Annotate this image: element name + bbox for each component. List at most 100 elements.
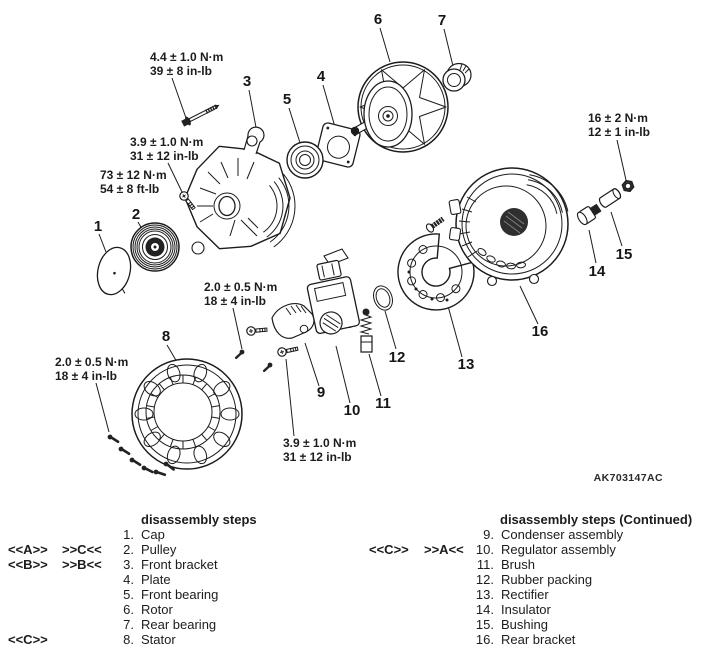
through-bolt (181, 101, 220, 127)
item-name: Rectifier (501, 587, 549, 602)
torque-condenser-screw-line2: 18 ± 4 in-lb (204, 294, 266, 308)
callout-8: 8 (162, 328, 170, 345)
callout-5: 5 (283, 91, 291, 108)
part-insulator (576, 203, 602, 227)
step-marker (62, 527, 108, 542)
step-marker (424, 572, 469, 587)
step-marker (424, 587, 469, 602)
part-cap (93, 244, 136, 298)
step-marker (424, 617, 469, 632)
torque-pulley-nut-line1: 73 ± 12 N·m (100, 168, 167, 182)
list-item: 13.Rectifier (369, 587, 699, 602)
callout-14: 14 (589, 263, 606, 280)
part-rubber-packing (370, 283, 395, 313)
part-brush (361, 308, 372, 353)
part-condenser-assembly (272, 304, 314, 339)
disassembly-steps-list-continued: disassembly steps (Continued) 9. Condense… (369, 512, 699, 647)
rear-bracket-fins (527, 175, 568, 214)
step-marker (369, 617, 424, 632)
figure-code: AK703147AC (594, 472, 663, 484)
exploded-view-diagram: 4.4 ± 1.0 N·m 39 ± 8 in-lb 3.9 ± 1.0 N·m… (55, 11, 663, 484)
item-number: 15. (475, 617, 494, 632)
list-item: <<A>>>>C<<2.Pulley (8, 542, 353, 557)
item-number: 12. (475, 572, 494, 587)
torque-regulator-screw-line2: 31 ± 12 in-lb (283, 450, 352, 464)
item-name: Rear bracket (501, 632, 576, 647)
item-number: 9. (483, 527, 494, 542)
list-item: 1.Cap (8, 527, 353, 542)
item-name: Insulator (501, 602, 551, 617)
torque-through-bolt-line1: 4.4 ± 1.0 N·m (150, 50, 223, 64)
list-item: <<C>> 8. Stator (8, 632, 353, 647)
list-title: disassembly steps (Continued) (500, 512, 693, 527)
list-item: 4. Plate (8, 572, 353, 587)
torque-regulator-screw-line1: 3.9 ± 1.0 N·m (283, 436, 356, 450)
part-plate (315, 122, 361, 168)
step-marker (369, 572, 424, 587)
torque-stator-screw-line1: 2.0 ± 0.5 N·m (55, 355, 128, 369)
step-marker: <<A>> (8, 542, 48, 557)
item-number: 2. (123, 542, 134, 557)
callout-1: 1 (94, 218, 102, 235)
part-rear-bearing (443, 64, 471, 92)
callout-15: 15 (616, 246, 633, 263)
step-marker: >>A<< (424, 542, 464, 557)
callout-7: 7 (438, 12, 446, 29)
step-marker (62, 632, 108, 647)
step-marker (369, 527, 424, 542)
torque-stator-screw-line2: 18 ± 4 in-lb (55, 369, 117, 383)
step-marker (8, 527, 62, 542)
callout-3: 3 (243, 73, 251, 90)
list-item: 12.Rubber packing (369, 572, 699, 587)
torque-pulley-nut-line2: 54 ± 8 ft-lb (100, 182, 159, 196)
part-front-bracket (185, 127, 295, 254)
step-marker (424, 602, 469, 617)
step-marker (62, 572, 108, 587)
terminal-nut (621, 180, 635, 192)
item-name: Rear bearing (141, 617, 217, 632)
item-name: Cap (141, 527, 165, 542)
bracket-fins (197, 158, 258, 236)
step-marker (424, 527, 469, 542)
item-name: Plate (141, 572, 171, 587)
step-marker: <<C>> (8, 632, 48, 647)
item-number: 7. (123, 617, 134, 632)
part-pulley (131, 223, 179, 271)
step-marker (424, 632, 469, 647)
list-item: 5.Front bearing (8, 587, 353, 602)
list-item: 6.Rotor (8, 602, 353, 617)
callout-numbers: 1 2 3 4 5 6 7 8 9 10 11 12 13 14 15 16 (94, 11, 633, 419)
callout-6: 6 (374, 11, 382, 28)
item-name: Front bracket (141, 557, 218, 572)
list-item: 15.Bushing (369, 617, 699, 632)
stator-laminations (147, 375, 220, 449)
step-marker: >>B<< (62, 557, 102, 572)
step-marker (369, 587, 424, 602)
rectifier-diodes (408, 246, 460, 302)
item-number: 3. (123, 557, 134, 572)
item-number: 8. (123, 632, 134, 647)
callout-10: 10 (344, 402, 361, 419)
step-marker (62, 587, 108, 602)
callout-13: 13 (458, 356, 475, 373)
item-name: Brush (501, 557, 535, 572)
list-title: disassembly steps (141, 512, 257, 527)
list-item: 7. Rear bearing (8, 617, 353, 632)
torque-terminal-nut-line2: 12 ± 1 in-lb (588, 125, 650, 139)
item-name: Front bearing (141, 587, 219, 602)
step-marker: <<B>> (8, 557, 48, 572)
part-rotor (350, 62, 448, 152)
item-name: Rotor (141, 602, 173, 617)
step-marker (424, 557, 469, 572)
leader-lines (96, 28, 626, 436)
item-number: 4. (123, 572, 134, 587)
callout-4: 4 (317, 68, 326, 85)
item-name: Condenser assembly (501, 527, 624, 542)
rectifier-terminal-stud (425, 215, 446, 233)
item-name: Stator (141, 632, 176, 647)
item-number: 16. (475, 632, 494, 647)
callout-12: 12 (389, 349, 406, 366)
rear-bracket-slot-fins (459, 197, 477, 257)
callout-9: 9 (317, 384, 325, 401)
item-number: 14. (475, 602, 494, 617)
